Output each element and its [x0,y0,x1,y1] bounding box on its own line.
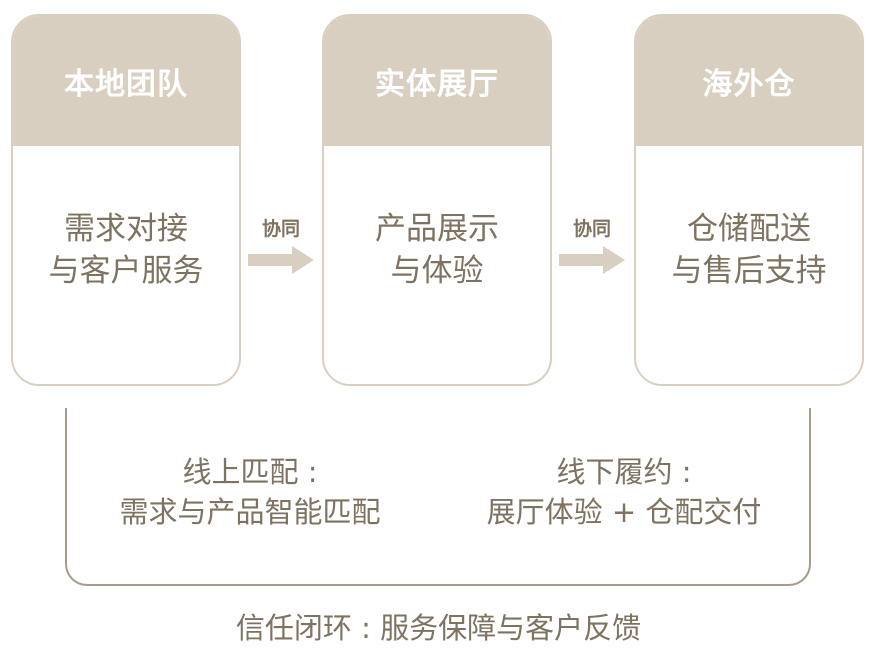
card-body-line: 产品展示 [375,211,499,247]
card-title: 海外仓 [702,67,796,102]
card-local-team: 本地团队 需求对接 与客户服务 [11,14,241,386]
card-body-line: 与体验 [390,253,484,289]
offline-title: 线下履约 : [556,455,692,489]
trust-loop-caption: 信任闭环 : 服务保障与客户反馈 [235,611,642,645]
connector-label: 协同 [261,218,300,240]
card-body-line: 与售后支持 [671,253,827,289]
card-body: 产品展示 与体验 [324,146,550,292]
card-title: 实体展厅 [375,67,499,102]
card-header: 本地团队 [13,16,239,146]
card-overseas-warehouse: 海外仓 仓储配送 与售后支持 [634,14,864,386]
card-title: 本地团队 [64,67,188,102]
online-desc: 需求与产品智能匹配 [119,495,381,529]
card-body-line: 与客户服务 [48,253,204,289]
card-header: 实体展厅 [324,16,550,146]
connector-collab-1: 协同 [247,214,315,279]
card-body: 需求对接 与客户服务 [13,146,239,292]
card-body: 仓储配送 与售后支持 [636,146,862,292]
connector-collab-2: 协同 [558,214,626,279]
online-matching-block: 线上匹配 : 需求与产品智能匹配 [95,452,405,532]
arrow-right-icon [248,246,314,274]
offline-fulfillment-block: 线下履约 : 展厅体验 + 仓配交付 [466,452,782,532]
arrow-right-icon [559,246,625,274]
card-body-line: 仓储配送 [687,211,811,247]
card-header: 海外仓 [636,16,862,146]
card-showroom: 实体展厅 产品展示 与体验 [322,14,552,386]
offline-desc: 展厅体验 + 仓配交付 [486,495,762,529]
online-title: 线上匹配 : [182,455,318,489]
connector-label: 协同 [572,218,611,240]
card-body-line: 需求对接 [64,211,188,247]
loop-frame [65,408,811,586]
